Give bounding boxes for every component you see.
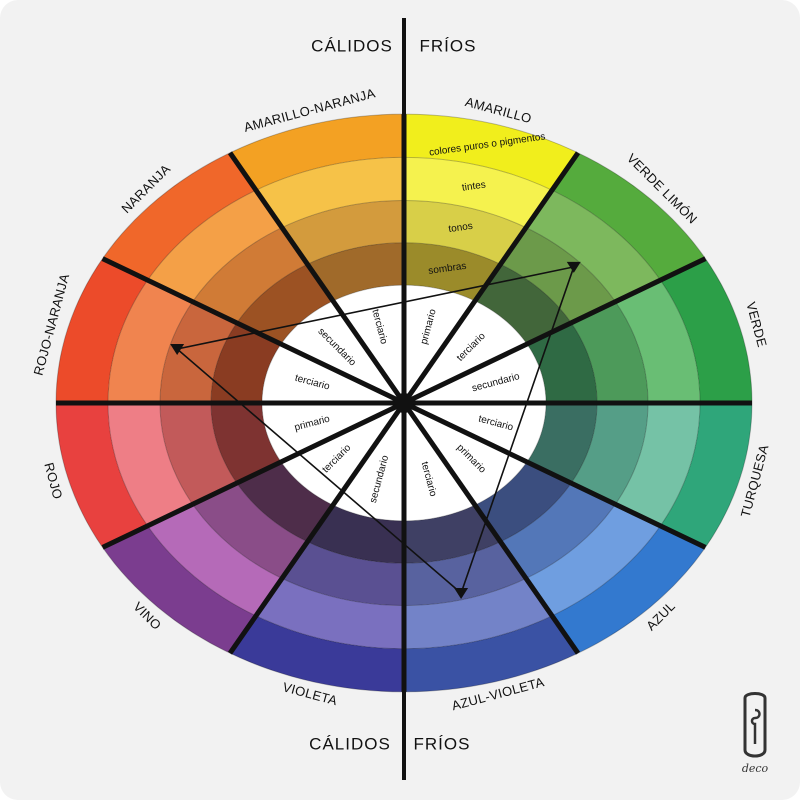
header-bottom-warm: CÁLIDOS bbox=[309, 734, 391, 753]
color-sector bbox=[108, 280, 193, 403]
color-sector bbox=[500, 227, 616, 323]
segment-name-label: ROJO bbox=[41, 461, 65, 501]
color-sector bbox=[527, 322, 597, 403]
color-sector bbox=[552, 152, 706, 281]
color-sector bbox=[660, 403, 752, 548]
color-sector bbox=[660, 258, 752, 403]
color-sector bbox=[236, 461, 333, 542]
segment-name-label: VERDE bbox=[743, 300, 769, 349]
divider-line bbox=[402, 256, 707, 406]
color-sector bbox=[160, 301, 237, 403]
color-sector bbox=[615, 280, 700, 403]
color-sector bbox=[404, 157, 552, 228]
color-sector bbox=[282, 200, 404, 265]
band-label: sombras bbox=[428, 261, 468, 277]
color-sector bbox=[571, 301, 648, 403]
wheel-hub bbox=[394, 393, 414, 413]
color-sector bbox=[527, 403, 597, 484]
color-sector bbox=[56, 258, 148, 403]
color-sector bbox=[56, 403, 148, 548]
triangle-vertex-marker bbox=[170, 344, 185, 356]
band-label: tintes bbox=[461, 180, 486, 194]
color-sector bbox=[102, 525, 256, 654]
color-sector bbox=[147, 190, 282, 302]
logo-text: deco bbox=[741, 762, 769, 775]
color-sector bbox=[404, 114, 578, 191]
color-sector bbox=[230, 114, 404, 191]
header-top-warm: CÁLIDOS bbox=[311, 36, 393, 55]
color-sector bbox=[475, 461, 572, 542]
color-sector bbox=[500, 483, 616, 579]
header-bottom-cold: FRÍOS bbox=[414, 734, 471, 753]
divider-line bbox=[101, 256, 406, 406]
color-sector bbox=[404, 541, 526, 606]
color-sector bbox=[256, 578, 404, 649]
color-sector bbox=[236, 264, 333, 345]
triangle-vertex-marker bbox=[454, 588, 469, 600]
color-sector bbox=[404, 578, 552, 649]
harmony-triangle bbox=[175, 265, 576, 595]
triangle-vertex-marker bbox=[566, 261, 581, 273]
divider-line bbox=[227, 151, 407, 405]
color-sector bbox=[615, 403, 700, 526]
divider-line bbox=[401, 151, 581, 405]
color-sector bbox=[230, 615, 404, 692]
color-sector bbox=[475, 264, 572, 345]
color-sector bbox=[404, 615, 578, 692]
color-sector bbox=[571, 403, 648, 505]
color-sector bbox=[526, 190, 661, 302]
color-sector bbox=[108, 403, 193, 526]
deco-tube-icon bbox=[743, 692, 767, 758]
color-sector bbox=[307, 505, 404, 564]
color-sector bbox=[552, 525, 706, 654]
divider-line bbox=[227, 401, 407, 655]
header-top-cold: FRÍOS bbox=[420, 36, 477, 55]
color-sector bbox=[192, 483, 308, 579]
color-sector bbox=[404, 200, 526, 265]
deco-logo: deco bbox=[733, 690, 777, 786]
color-sector bbox=[147, 504, 282, 616]
color-sector bbox=[256, 157, 404, 228]
color-sector bbox=[526, 504, 661, 616]
divider-line bbox=[402, 400, 707, 550]
color-sector bbox=[160, 403, 237, 505]
color-sector bbox=[192, 227, 308, 323]
color-sector bbox=[282, 541, 404, 606]
color-sector bbox=[211, 322, 281, 403]
divider-line bbox=[101, 400, 406, 550]
divider-line bbox=[401, 401, 581, 655]
color-sector bbox=[102, 152, 256, 281]
color-sector bbox=[307, 242, 404, 301]
band-label: tonos bbox=[448, 221, 474, 235]
